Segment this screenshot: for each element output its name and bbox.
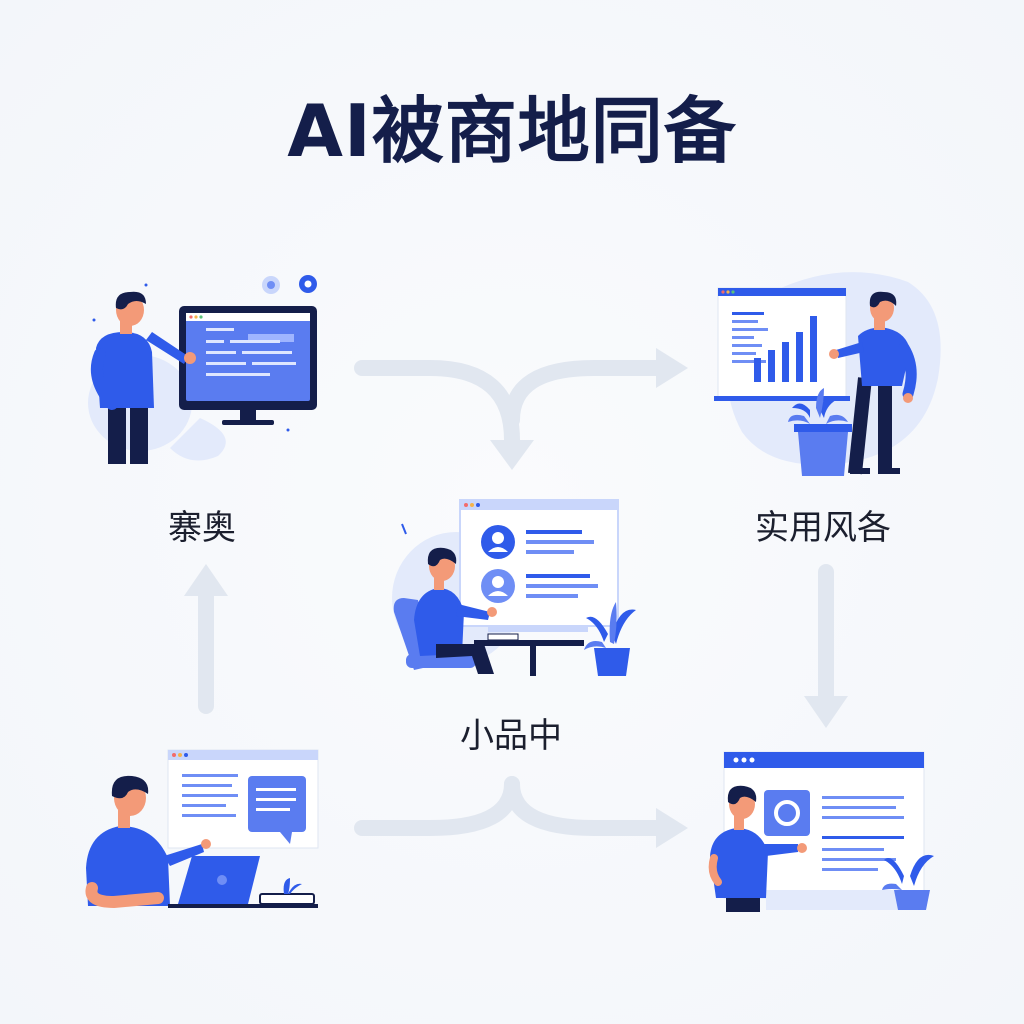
- illustration-center: [392, 499, 636, 676]
- arrowhead-down-center: [490, 440, 534, 470]
- diagram-title: AI被商地同备: [287, 89, 737, 173]
- illustration-bottom-left: [85, 749, 319, 909]
- arrowhead-up-left: [184, 564, 228, 596]
- arrow-center-to-top-right: [504, 360, 670, 428]
- arrow-bottom-left-to-center: [354, 776, 520, 836]
- arrowhead-right-top: [656, 348, 688, 388]
- arrow-center-to-bottom-right: [504, 776, 670, 836]
- node-label-top-right: 实用风各: [755, 508, 891, 548]
- node-label-center: 小品中: [460, 716, 562, 756]
- arrowhead-right-bottom: [656, 808, 688, 848]
- illustration-top-left: [88, 275, 317, 464]
- node-label-top-left: 寨奥: [168, 508, 236, 548]
- arrow-top-left-to-center: [354, 360, 520, 448]
- illustration-bottom-right: [708, 751, 934, 912]
- illustration-top-right: [714, 272, 941, 476]
- arrowhead-down-right: [804, 696, 848, 728]
